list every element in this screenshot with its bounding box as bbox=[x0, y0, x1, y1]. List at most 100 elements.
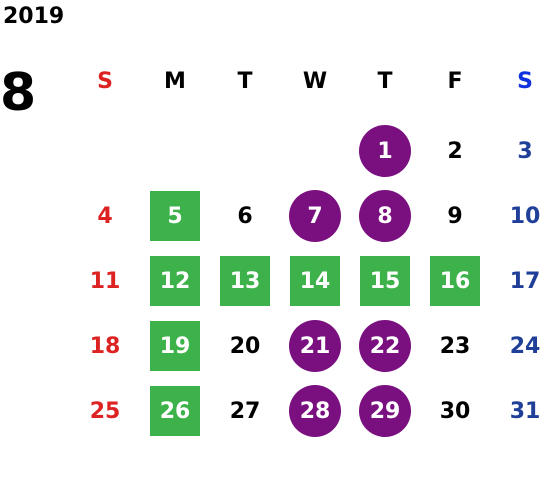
day-number: 22 bbox=[369, 333, 401, 359]
day-number: 6 bbox=[237, 203, 253, 229]
day-number: 18 bbox=[89, 333, 121, 359]
green-square-marker: 12 bbox=[150, 256, 200, 306]
weekday-thursday: T bbox=[350, 49, 420, 113]
day-cell-thursday[interactable]: 22 bbox=[350, 314, 420, 378]
day-cell-sunday[interactable]: 11 bbox=[70, 249, 140, 313]
day-cell-monday[interactable]: 12 bbox=[140, 249, 210, 313]
day-cell-wednesday[interactable]: 21 bbox=[280, 314, 350, 378]
weekday-monday: M bbox=[140, 49, 210, 113]
green-square-marker: 16 bbox=[430, 256, 480, 306]
day-number: 23 bbox=[439, 333, 471, 359]
empty-day-cell bbox=[70, 119, 140, 183]
day-number: 29 bbox=[369, 398, 401, 424]
day-number: 19 bbox=[159, 333, 191, 359]
day-number: 13 bbox=[229, 268, 261, 294]
day-number: 7 bbox=[307, 203, 323, 229]
day-cell-thursday[interactable]: 8 bbox=[350, 184, 420, 248]
day-cell-sunday[interactable]: 4 bbox=[70, 184, 140, 248]
day-cell-saturday[interactable]: 17 bbox=[490, 249, 548, 313]
day-number: 17 bbox=[509, 268, 541, 294]
weekday-label: S bbox=[517, 68, 533, 94]
year-label: 2019 bbox=[3, 4, 65, 29]
day-number: 30 bbox=[439, 398, 471, 424]
weekday-label: T bbox=[377, 68, 393, 94]
weekday-wednesday: W bbox=[280, 49, 350, 113]
green-square-marker: 15 bbox=[360, 256, 410, 306]
day-cell-friday[interactable]: 2 bbox=[420, 119, 490, 183]
day-cell-friday[interactable]: 16 bbox=[420, 249, 490, 313]
day-cell-thursday[interactable]: 1 bbox=[350, 119, 420, 183]
day-number: 28 bbox=[299, 398, 331, 424]
weekday-label: W bbox=[302, 68, 328, 94]
day-number: 25 bbox=[89, 398, 121, 424]
green-square-marker: 19 bbox=[150, 321, 200, 371]
day-number: 14 bbox=[299, 268, 331, 294]
day-cell-saturday[interactable]: 10 bbox=[490, 184, 548, 248]
green-square-marker: 14 bbox=[290, 256, 340, 306]
day-cell-tuesday[interactable]: 27 bbox=[210, 379, 280, 443]
day-cell-wednesday[interactable]: 7 bbox=[280, 184, 350, 248]
day-number: 5 bbox=[167, 203, 183, 229]
purple-circle-marker: 1 bbox=[359, 125, 411, 177]
empty-day-cell bbox=[280, 119, 350, 183]
day-cell-sunday[interactable]: 18 bbox=[70, 314, 140, 378]
week-row: 25 26 27 28 29 30 31 bbox=[70, 379, 548, 443]
weekday-label: S bbox=[97, 68, 113, 94]
purple-circle-marker: 7 bbox=[289, 190, 341, 242]
weekday-label: F bbox=[447, 68, 463, 94]
day-cell-tuesday[interactable]: 20 bbox=[210, 314, 280, 378]
green-square-marker: 26 bbox=[150, 386, 200, 436]
green-square-marker: 13 bbox=[220, 256, 270, 306]
day-cell-monday[interactable]: 5 bbox=[140, 184, 210, 248]
day-number: 2 bbox=[447, 138, 463, 164]
weekday-tuesday: T bbox=[210, 49, 280, 113]
day-number: 11 bbox=[89, 268, 121, 294]
day-cell-thursday[interactable]: 29 bbox=[350, 379, 420, 443]
day-cell-monday[interactable]: 19 bbox=[140, 314, 210, 378]
day-cell-friday[interactable]: 9 bbox=[420, 184, 490, 248]
day-number: 4 bbox=[97, 203, 113, 229]
day-number: 16 bbox=[439, 268, 471, 294]
week-row: 18 19 20 21 22 23 24 bbox=[70, 314, 548, 378]
day-number: 24 bbox=[509, 333, 541, 359]
purple-circle-marker: 21 bbox=[289, 320, 341, 372]
green-square-marker: 5 bbox=[150, 191, 200, 241]
month-number: 8 bbox=[0, 63, 37, 123]
day-number: 3 bbox=[517, 138, 533, 164]
day-cell-saturday[interactable]: 31 bbox=[490, 379, 548, 443]
weekday-label: T bbox=[237, 68, 253, 94]
empty-day-cell bbox=[210, 119, 280, 183]
day-number: 20 bbox=[229, 333, 261, 359]
day-number: 31 bbox=[509, 398, 541, 424]
day-cell-monday[interactable]: 26 bbox=[140, 379, 210, 443]
day-cell-sunday[interactable]: 25 bbox=[70, 379, 140, 443]
week-row: 11 12 13 14 15 16 17 bbox=[70, 249, 548, 313]
day-cell-friday[interactable]: 30 bbox=[420, 379, 490, 443]
week-row: 1 2 3 bbox=[70, 119, 548, 183]
day-number: 21 bbox=[299, 333, 331, 359]
day-cell-saturday[interactable]: 24 bbox=[490, 314, 548, 378]
day-number: 8 bbox=[377, 203, 393, 229]
purple-circle-marker: 29 bbox=[359, 385, 411, 437]
day-number: 27 bbox=[229, 398, 261, 424]
day-number: 26 bbox=[159, 398, 191, 424]
day-cell-tuesday[interactable]: 13 bbox=[210, 249, 280, 313]
purple-circle-marker: 28 bbox=[289, 385, 341, 437]
day-cell-thursday[interactable]: 15 bbox=[350, 249, 420, 313]
day-cell-wednesday[interactable]: 14 bbox=[280, 249, 350, 313]
weekday-saturday: S bbox=[490, 49, 548, 113]
day-cell-saturday[interactable]: 3 bbox=[490, 119, 548, 183]
weekday-header-row: S M T W T F S bbox=[70, 49, 548, 113]
purple-circle-marker: 8 bbox=[359, 190, 411, 242]
day-number: 15 bbox=[369, 268, 401, 294]
empty-day-cell bbox=[140, 119, 210, 183]
day-cell-tuesday[interactable]: 6 bbox=[210, 184, 280, 248]
week-row: 4 5 6 7 8 9 10 bbox=[70, 184, 548, 248]
day-number: 12 bbox=[159, 268, 191, 294]
weekday-label: M bbox=[164, 68, 186, 94]
day-number: 10 bbox=[509, 203, 541, 229]
day-cell-wednesday[interactable]: 28 bbox=[280, 379, 350, 443]
day-number: 1 bbox=[377, 138, 393, 164]
day-cell-friday[interactable]: 23 bbox=[420, 314, 490, 378]
weekday-sunday: S bbox=[70, 49, 140, 113]
